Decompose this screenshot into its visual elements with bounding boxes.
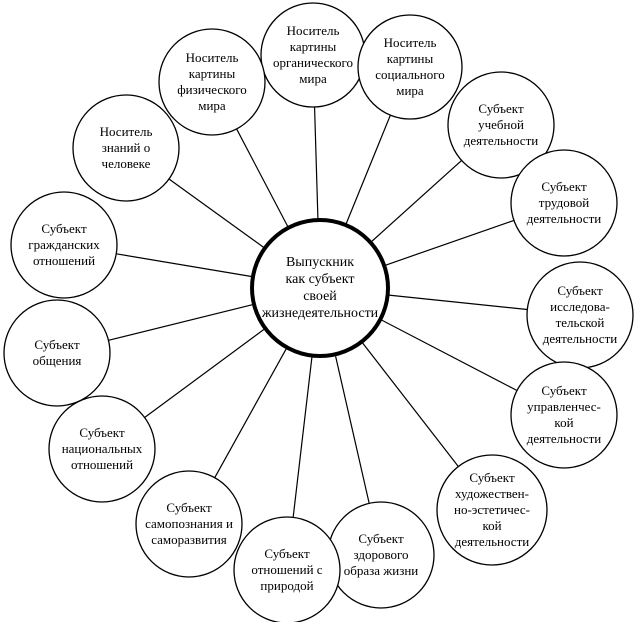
connector-line [345,114,391,226]
connector-line [292,355,313,518]
node-circle [233,516,341,622]
node-circle [510,149,618,257]
connector-line [236,128,289,229]
node-label-labor: Субъект трудовой деятельности [526,179,602,226]
node-circle [158,28,266,136]
node-label-nature: Субъект отношений с природой [251,546,323,593]
connector-line [214,347,288,478]
connector-line [168,178,266,249]
node-label-social-world: Носитель картины социального мира [375,35,445,98]
node-label-learning: Субъект учебной деятельности [463,101,539,148]
connector-line [116,253,254,278]
node-label-communication: Субъект общения [32,337,82,368]
node-label-organic-world: Носитель картины органического мира [272,23,354,86]
node-label-artistic: Субъект художествен- но-эстетичес- кой д… [454,470,530,549]
connector-line [361,341,459,467]
connector-line [387,294,528,311]
node-circle [10,191,118,299]
node-circle [510,361,618,469]
connector-line [144,327,266,418]
center-node-label: Выпускник как субъект своей жизнедеятель… [261,255,379,321]
connector-line [384,219,515,267]
node-circle [135,470,243,578]
connector-line [108,303,255,341]
connector-line [380,318,518,392]
connector-line [313,106,319,221]
node-label-management: Субъект управленчес- кой деятельности [526,383,602,446]
node-label-national: Субъект национальных отношений [61,425,143,472]
node-label-human-knowledge: Носитель знаний о человеке [99,124,153,171]
node-circle [357,14,463,120]
node-label-physical-world: Носитель картины физического мира [177,50,247,113]
node-circle [447,71,555,179]
node-label-research: Субъект исследова- тельской деятельности [542,283,618,346]
connector-line [370,160,463,243]
node-circle [436,454,548,566]
node-label-self-development: Субъект самопознания и саморазвития [145,500,233,547]
center-node-circle [250,218,390,358]
node-label-civil: Субъект гражданских отношений [28,221,100,268]
connector-line [334,354,370,504]
node-label-healthy-lifestyle: Субъект здорового образа жизни [343,531,419,578]
node-circle [3,299,111,407]
node-circle [48,395,156,503]
node-circle [72,94,180,202]
